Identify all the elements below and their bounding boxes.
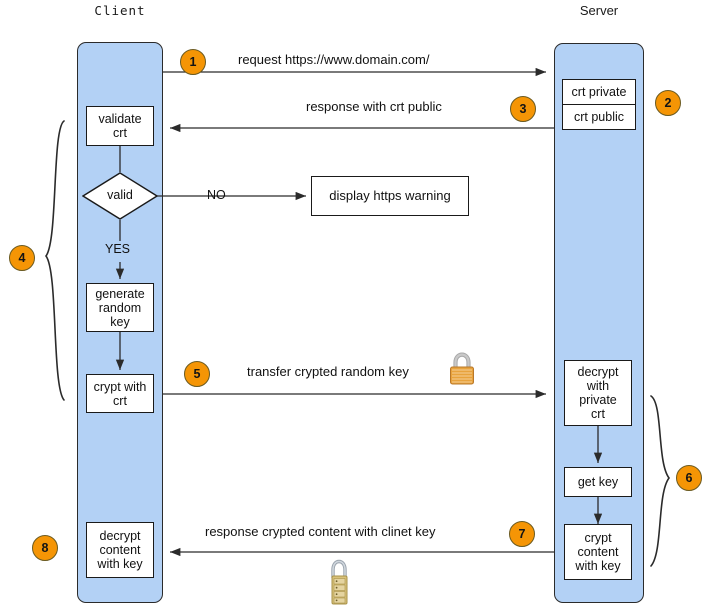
badge-3: 3 bbox=[510, 96, 536, 122]
node-crt-private: crt private bbox=[562, 79, 636, 105]
message-label-3: response with crt public bbox=[306, 99, 442, 114]
badge-4: 4 bbox=[9, 245, 35, 271]
node-crypt-with-crt-label: crypt with crt bbox=[93, 379, 147, 408]
lane-title-server: Server bbox=[579, 3, 619, 18]
badge-1: 1 bbox=[180, 49, 206, 75]
lane-server bbox=[554, 43, 644, 603]
node-crt-public: crt public bbox=[562, 104, 636, 130]
node-crt-private-label: crt private bbox=[571, 85, 627, 99]
node-decrypt-content-with-key: decrypt content with key bbox=[86, 522, 154, 578]
node-crypt-content-with-key: crypt content with key bbox=[564, 524, 632, 580]
node-decrypt-with-private-crt-label: decrypt with private crt bbox=[577, 365, 619, 421]
message-label-1: request https://www.domain.com/ bbox=[238, 52, 430, 67]
badge-6: 6 bbox=[676, 465, 702, 491]
badge-5: 5 bbox=[184, 361, 210, 387]
label-no: NO bbox=[207, 188, 226, 202]
combination-padlock-icon bbox=[325, 558, 353, 606]
node-crypt-content-with-key-label: crypt content with key bbox=[575, 531, 621, 573]
badge-8: 8 bbox=[32, 535, 58, 561]
badge-7: 7 bbox=[509, 521, 535, 547]
node-decrypt-content-with-key-label: decrypt content with key bbox=[97, 529, 143, 571]
message-label-5: transfer crypted random key bbox=[247, 364, 409, 379]
node-get-key-label: get key bbox=[577, 475, 619, 489]
node-crypt-with-crt: crypt with crt bbox=[86, 374, 154, 413]
node-display-https-warning: display https warning bbox=[311, 176, 469, 216]
node-generate-random-key-label: generate random key bbox=[95, 286, 145, 329]
node-generate-random-key: generate random key bbox=[86, 283, 154, 332]
badge-2: 2 bbox=[655, 90, 681, 116]
node-display-https-warning-label: display https warning bbox=[329, 188, 451, 203]
node-validate-crt: validate crt bbox=[86, 106, 154, 146]
node-crt-public-label: crt public bbox=[573, 110, 625, 124]
node-validate-crt-label: validate crt bbox=[98, 112, 142, 140]
node-decrypt-with-private-crt: decrypt with private crt bbox=[564, 360, 632, 426]
label-yes: YES bbox=[105, 242, 131, 256]
node-get-key: get key bbox=[564, 467, 632, 497]
message-label-7: response crypted content with clinet key bbox=[205, 524, 436, 539]
node-valid-decision: valid bbox=[82, 172, 158, 220]
padlock-icon bbox=[447, 352, 477, 386]
lane-title-client: Client bbox=[94, 3, 146, 18]
node-valid-decision-label: valid bbox=[107, 188, 133, 202]
